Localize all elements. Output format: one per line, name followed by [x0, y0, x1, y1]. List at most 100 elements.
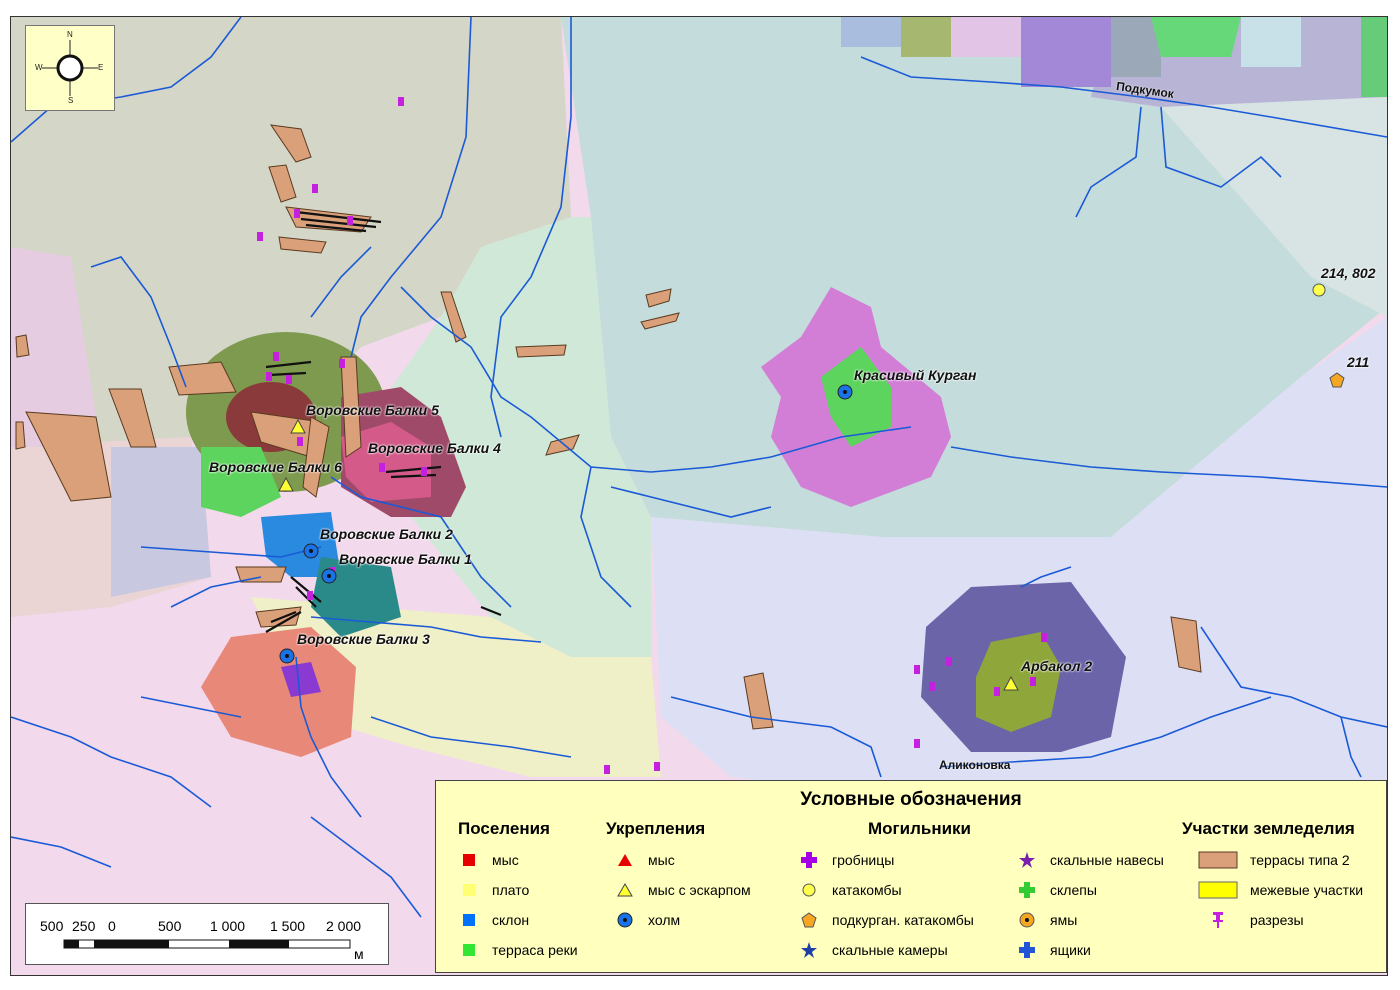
river-network	[11, 17, 1387, 918]
legend-label: плато	[492, 882, 530, 898]
zone-strip-3	[951, 17, 1021, 57]
terrace	[255, 606, 302, 628]
label-krasivy-kurgan: Красивый Курган	[854, 367, 977, 383]
section-pin[interactable]	[604, 765, 610, 774]
section-pin[interactable]	[286, 375, 292, 384]
scale-tick: 250	[72, 918, 96, 934]
zone-mauve-west	[11, 247, 101, 447]
rect-icon	[1198, 851, 1238, 869]
label-vb5: Воровские Балки 5	[306, 402, 439, 418]
legend-item: террасы типа 2	[1198, 851, 1350, 869]
section-pin[interactable]	[347, 216, 353, 225]
legend-item: скальные навесы	[1016, 851, 1164, 869]
legend-item: мыс	[614, 851, 675, 869]
gully	[265, 610, 302, 633]
compass-rose-icon	[42, 40, 98, 96]
terrace	[545, 434, 580, 456]
scale-bar-graphic	[63, 939, 351, 949]
gully	[290, 576, 322, 608]
section-pin[interactable]	[312, 184, 318, 193]
section-pin[interactable]	[339, 359, 345, 368]
map-canvas[interactable]	[11, 17, 1387, 975]
legend-item: мыс с эскарпом	[614, 881, 751, 899]
legend-item: катакомбы	[798, 881, 902, 899]
legend-label: скальные камеры	[832, 942, 948, 958]
fort-escarp-vb5[interactable]	[290, 418, 306, 434]
triangle-icon	[614, 881, 636, 899]
terrace	[743, 672, 774, 730]
legend-panel: Условные обозначения Поселения мыс плато…	[435, 780, 1387, 973]
pin-icon	[1198, 911, 1238, 929]
legend-label: катакомбы	[832, 882, 902, 898]
legend-label: разрезы	[1250, 912, 1304, 928]
river	[11, 836, 112, 868]
section-pin[interactable]	[294, 209, 300, 218]
gully	[385, 465, 442, 479]
label-vb1: Воровские Балки 1	[339, 551, 472, 567]
legend-label: терраса реки	[492, 942, 578, 958]
river	[350, 17, 472, 358]
section-pin[interactable]	[1041, 633, 1047, 642]
fort-hill-vb2[interactable]	[303, 543, 319, 559]
label-vb6: Воровские Балки 6	[209, 459, 342, 475]
section-pin[interactable]	[273, 352, 279, 361]
legend-label: холм	[648, 912, 681, 928]
legend-label: ящики	[1050, 942, 1091, 958]
circle-icon	[798, 881, 820, 899]
zone-strip-6	[1151, 17, 1241, 57]
catacomb-214-802[interactable]	[1312, 283, 1326, 297]
zone-grey-nw	[11, 17, 571, 447]
site-core-vb3	[281, 662, 321, 697]
section-pin[interactable]	[929, 682, 935, 691]
section-pin[interactable]	[946, 657, 952, 666]
section-pin[interactable]	[1030, 677, 1036, 686]
terrace	[640, 312, 680, 330]
legend-item: разрезы	[1198, 911, 1304, 929]
label-arbakol-2: Арбакол 2	[1021, 658, 1093, 674]
section-pin[interactable]	[297, 437, 303, 446]
river	[580, 466, 632, 608]
gully	[295, 210, 382, 233]
legend-label: склон	[492, 912, 530, 928]
fort-hill-vb1[interactable]	[321, 568, 337, 584]
section-pin[interactable]	[307, 591, 313, 600]
river	[1020, 566, 1072, 588]
legend-label: мыс	[648, 852, 675, 868]
site-zone-vb3	[201, 627, 356, 757]
section-pin[interactable]	[379, 463, 385, 472]
fort-hill-vb3[interactable]	[279, 648, 295, 664]
section-pin[interactable]	[421, 467, 427, 476]
scale-tick: 1 500	[270, 918, 306, 934]
terrace	[25, 411, 112, 502]
river	[310, 816, 422, 918]
compass-w: W	[35, 63, 43, 72]
legend-label: подкурган. катакомбы	[832, 912, 974, 928]
zone-strip-4	[1021, 17, 1111, 87]
compass-e: E	[98, 63, 104, 72]
site-core-vb4	[341, 422, 431, 502]
section-pin[interactable]	[914, 665, 920, 674]
fort-hill-krasivy[interactable]	[837, 384, 853, 400]
terrace	[269, 124, 312, 163]
barrow-catacomb-211[interactable]	[1329, 372, 1345, 388]
river-podkumok	[860, 56, 1387, 138]
square-icon	[458, 941, 480, 959]
section-pin[interactable]	[994, 687, 1000, 696]
star-icon	[1016, 851, 1038, 869]
section-pin[interactable]	[914, 739, 920, 748]
terrace	[268, 164, 297, 203]
zone-bluegrey-west	[111, 447, 211, 597]
section-pin[interactable]	[654, 762, 660, 771]
legend-label: мыс	[492, 852, 519, 868]
star-icon	[798, 941, 820, 959]
river	[330, 476, 512, 608]
section-pin[interactable]	[266, 372, 272, 381]
section-pin[interactable]	[398, 97, 404, 106]
fort-escarp-arbakol[interactable]	[1003, 675, 1019, 691]
section-pins	[257, 97, 1047, 774]
scale-tick: 500	[40, 918, 64, 934]
section-pin[interactable]	[257, 232, 263, 241]
zone-strip-8	[1361, 17, 1387, 97]
zone-cream-south	[251, 597, 661, 777]
fort-escarp-vb6[interactable]	[278, 476, 294, 492]
